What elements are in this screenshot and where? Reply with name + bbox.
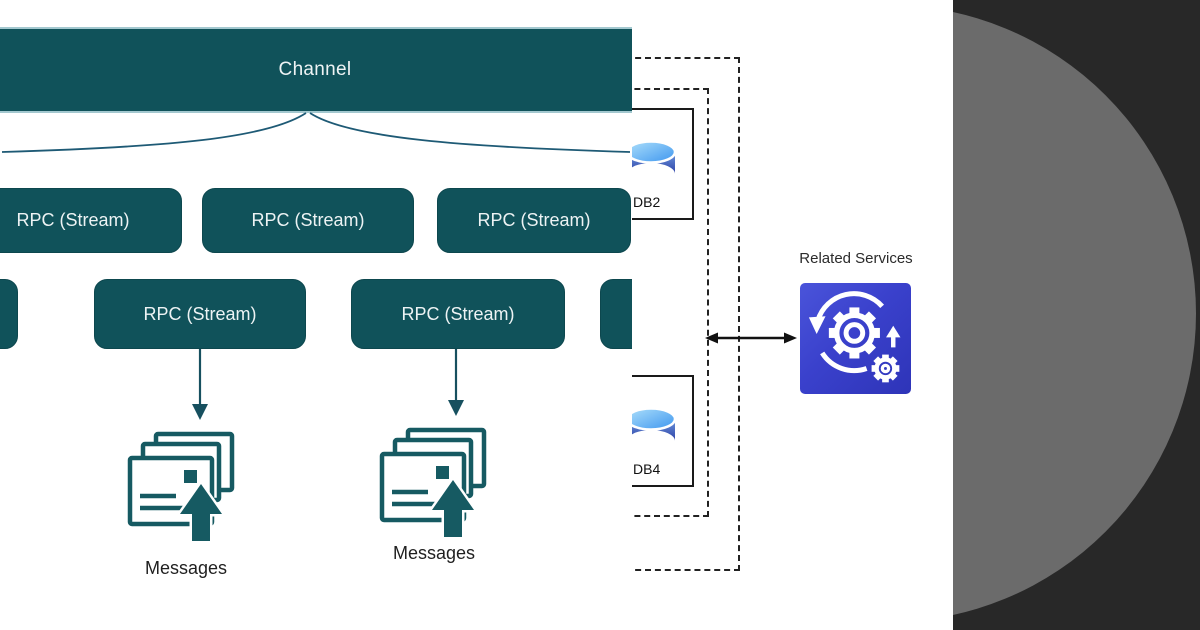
rpc-stream-box-row2-2: RPC (Stream) [351,279,565,349]
dashed-boundary-outer [556,57,740,571]
channel-label: Channel [278,59,352,80]
messages-label: Messages [144,558,228,578]
db2-label: DB2 [633,194,661,210]
rpc-stream-label: RPC (Stream) [477,210,591,230]
db4-label: DB4 [633,461,661,477]
dark-side-panel [953,0,1200,630]
rpc-stream-box-row1-2: RPC (Stream) [202,188,414,253]
related-services-gears-icon [800,283,911,394]
rpc-stream-label: RPC (Stream) [143,303,257,324]
fanout-brace-connector [1,112,631,153]
channel-diagram-image: Channel RPC (Stream) RPC (Stream) RPC (S… [0,27,632,578]
rpc-stream-box-row1-3: RPC (Stream) [437,188,631,253]
rpc-stream-box-row2-partial-left [0,279,18,349]
down-arrow [192,349,208,420]
messages-icon [127,431,235,544]
database-cylinder-icon [625,140,677,174]
rpc-stream-label: RPC (Stream) [16,210,130,230]
messages-label: Messages [392,543,476,563]
rpc-stream-box-row1-1: RPC (Stream) [0,188,182,253]
dashed-boundary-inner [556,88,709,517]
rpc-stream-box-row2-partial-right [600,279,632,349]
rpc-stream-box-row2-1: RPC (Stream) [94,279,306,349]
channel-box: Channel [0,27,632,113]
database-cylinder-icon [625,407,677,441]
related-services-label: Related Services [799,250,913,267]
rpc-stream-label: RPC (Stream) [251,210,365,230]
down-arrow [448,349,464,416]
decorative-circle [953,5,1196,622]
double-headed-arrow [705,332,797,344]
rpc-stream-label: RPC (Stream) [401,303,515,324]
messages-icon [379,427,487,540]
